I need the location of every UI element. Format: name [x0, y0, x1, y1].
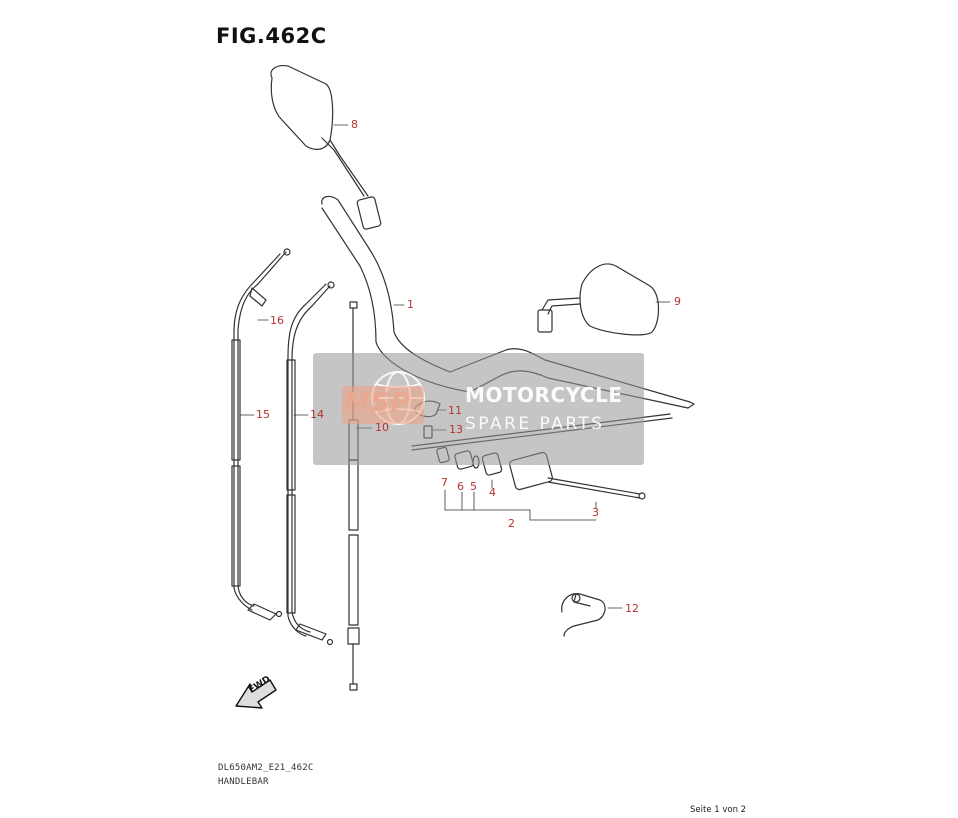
callout-12: 12: [625, 602, 639, 615]
page-info: Seite 1 von 2: [690, 805, 747, 815]
callout-6: 6: [457, 480, 464, 493]
watermark-title: MOTORCYCLE: [465, 383, 623, 407]
cable-14-icon: [286, 281, 335, 646]
callout-14: 14: [310, 408, 324, 421]
model-code: DL650AM2_E21_462C: [218, 763, 314, 773]
callout-16: 16: [270, 314, 284, 327]
fwd-arrow-icon: [235, 679, 277, 709]
bracket-12-icon: [561, 593, 606, 637]
mirror-left-icon: [270, 65, 382, 230]
mirror-right-icon: [537, 263, 660, 336]
callout-13: 13: [449, 423, 463, 436]
callout-2: 2: [508, 517, 515, 530]
callout-5: 5: [470, 480, 477, 493]
callout-9: 9: [674, 295, 681, 308]
watermark-logo: MSP: [344, 388, 411, 418]
section-name: HANDLEBAR: [218, 777, 269, 787]
figure-title: FIG.462C: [216, 24, 327, 48]
watermark-globe-icon: [342, 371, 425, 425]
callout-7: 7: [441, 476, 448, 489]
watermark-subtitle: SPARE PARTS: [465, 414, 605, 434]
callout-1: 1: [407, 298, 414, 311]
callout-3: 3: [592, 506, 599, 519]
callout-8: 8: [351, 118, 358, 131]
callout-11: 11: [448, 404, 462, 417]
callout-15: 15: [256, 408, 270, 421]
callout-4: 4: [489, 486, 496, 499]
callout-10: 10: [375, 421, 389, 434]
cable-15-icon: [231, 248, 291, 621]
